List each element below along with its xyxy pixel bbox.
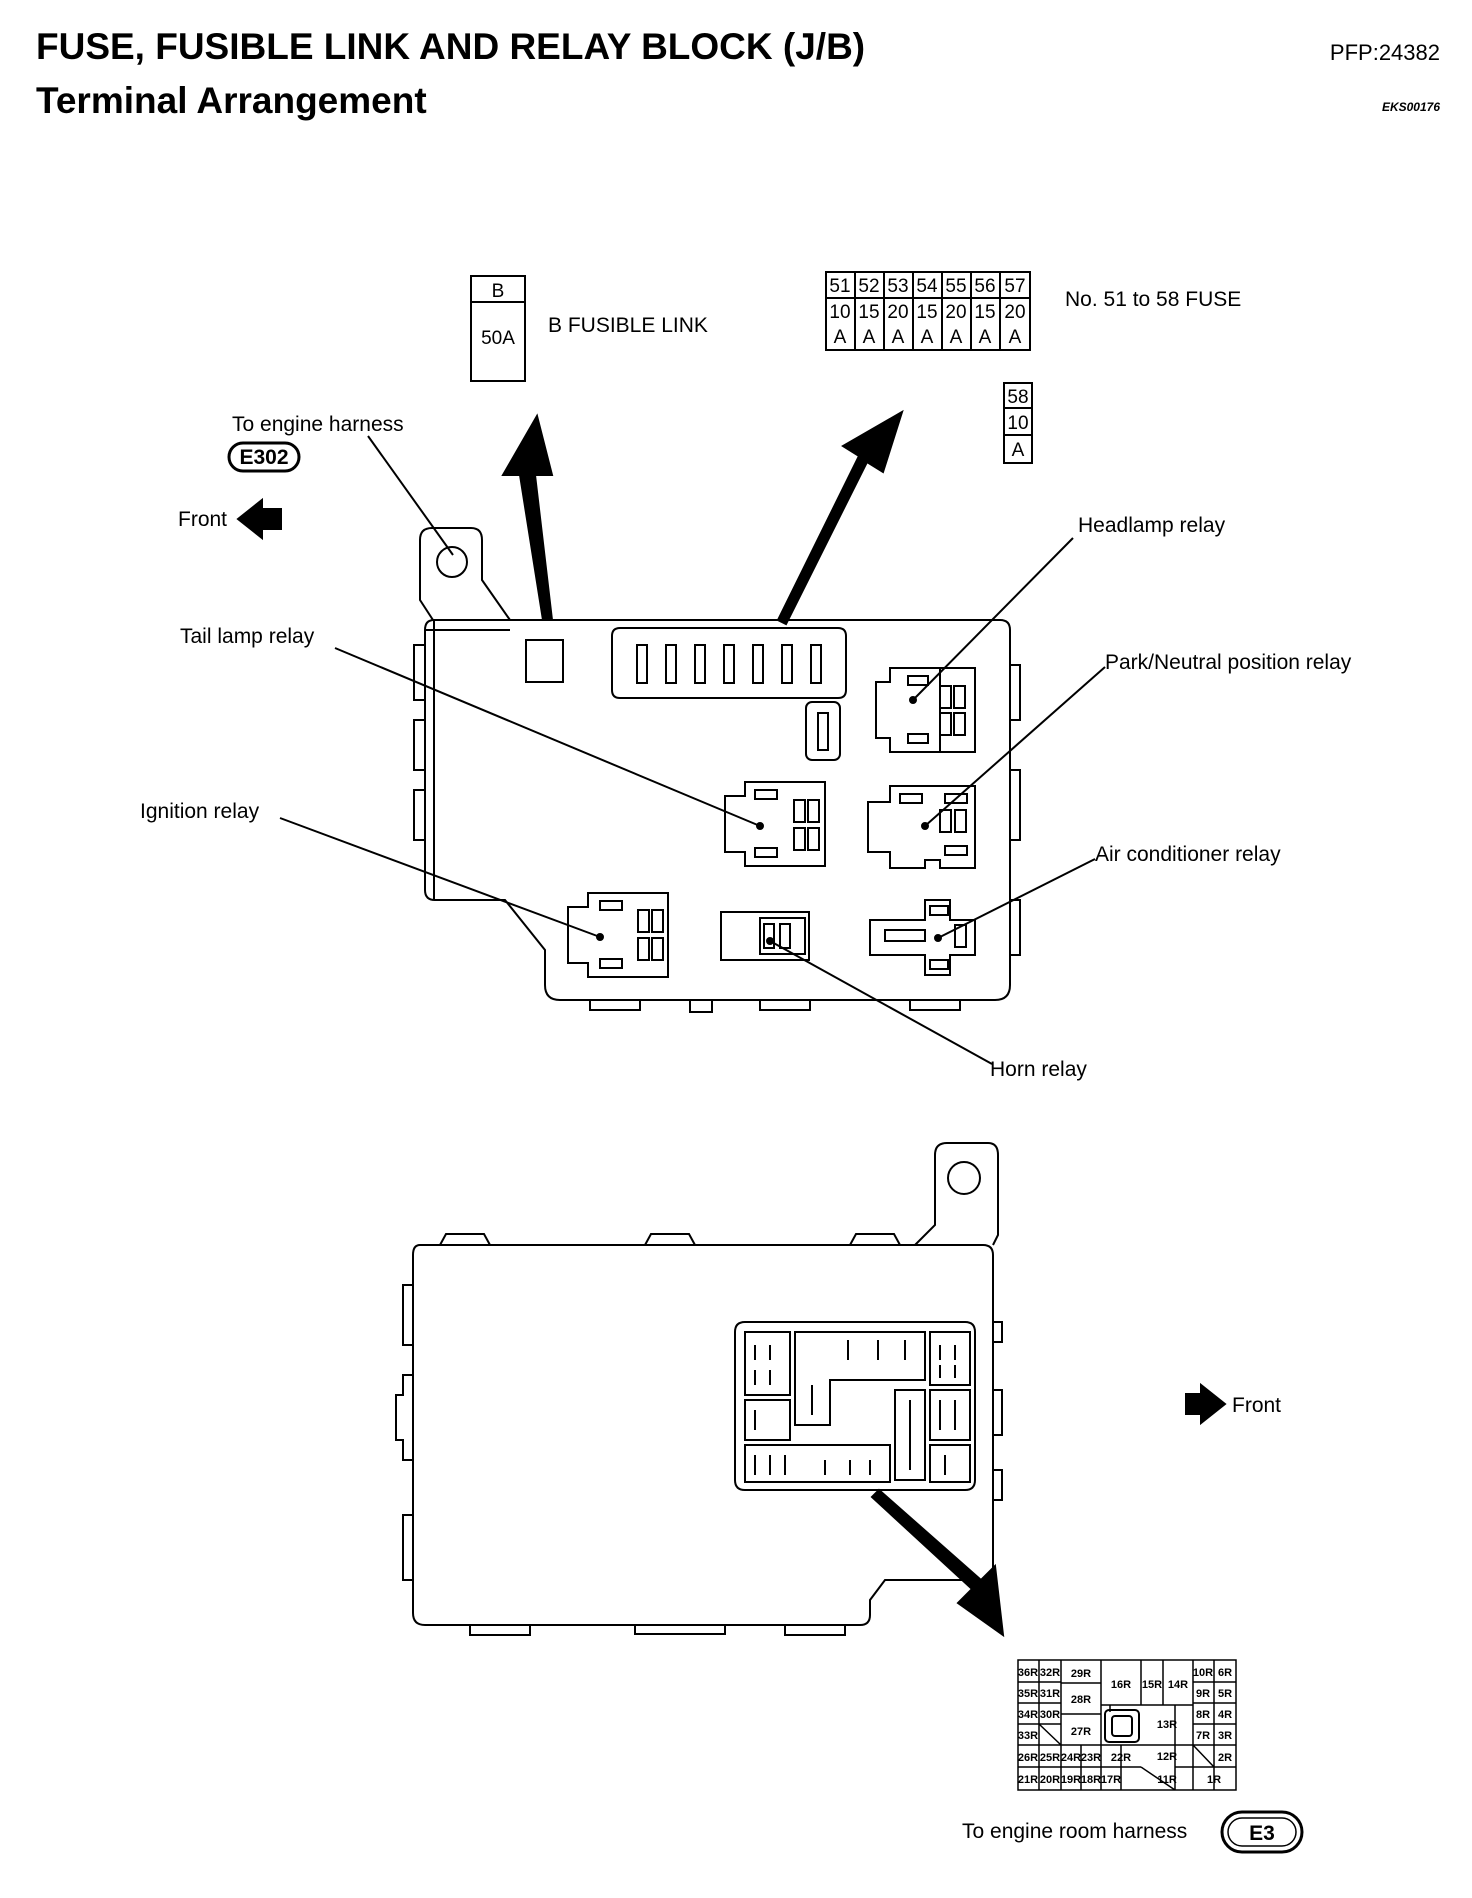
fuse-56-amp: 15 bbox=[974, 302, 995, 323]
fuse-table-label: No. 51 to 58 FUSE bbox=[1065, 288, 1241, 311]
e3-pin-18r: 18R bbox=[1081, 1774, 1101, 1786]
e3-pin-32r: 32R bbox=[1040, 1667, 1060, 1679]
e3-pin-21r: 21R bbox=[1018, 1774, 1038, 1786]
fuse-51-unit: A bbox=[834, 327, 847, 348]
fuse-57-unit: A bbox=[1009, 327, 1022, 348]
fuse-57-no: 57 bbox=[1004, 276, 1025, 297]
e3-pin-9r: 9R bbox=[1196, 1688, 1210, 1700]
fuse-52-unit: A bbox=[863, 327, 876, 348]
engine-harness-label: To engine harness bbox=[232, 413, 404, 436]
e3-pin-19r: 19R bbox=[1061, 1774, 1081, 1786]
relay-block-bottom-view bbox=[395, 1142, 1003, 1636]
e3-pin-13r: 13R bbox=[1157, 1719, 1177, 1731]
e3-pin-12r: 12R bbox=[1157, 1751, 1177, 1763]
ac-relay-label: Air conditioner relay bbox=[1095, 843, 1281, 866]
park-neutral-relay-label: Park/Neutral position relay bbox=[1105, 651, 1352, 674]
e3-pin-27r: 27R bbox=[1071, 1726, 1091, 1738]
e3-pin-14r: 14R bbox=[1168, 1679, 1188, 1691]
fuse-58-amp: 10 bbox=[1007, 413, 1028, 434]
e3-pin-25r: 25R bbox=[1040, 1752, 1060, 1764]
front-label-bottom: Front bbox=[1232, 1394, 1281, 1417]
e3-pin-35r: 35R bbox=[1018, 1688, 1038, 1700]
relay-block-top-view bbox=[413, 527, 1021, 1013]
fuse-51-amp: 10 bbox=[829, 302, 850, 323]
headlamp-relay-label: Headlamp relay bbox=[1078, 514, 1226, 537]
e3-pin-26r: 26R bbox=[1018, 1752, 1038, 1764]
e3-pin-1r: 1R bbox=[1207, 1774, 1221, 1786]
e3-pin-34r: 34R bbox=[1018, 1709, 1038, 1721]
e3-pin-6r: 6R bbox=[1218, 1667, 1232, 1679]
connector-e3 bbox=[1017, 1659, 1237, 1791]
e3-pin-33r: 33R bbox=[1018, 1730, 1038, 1742]
fuse-58-unit: A bbox=[1012, 440, 1025, 461]
tail-lamp-relay-label: Tail lamp relay bbox=[180, 625, 315, 648]
e3-pin-8r: 8R bbox=[1196, 1709, 1210, 1721]
e3-pin-7r: 7R bbox=[1196, 1730, 1210, 1742]
part-number: PFP:24382 bbox=[1329, 40, 1440, 65]
fuse-53-amp: 20 bbox=[887, 302, 908, 323]
e3-pin-23r: 23R bbox=[1081, 1752, 1101, 1764]
fuse-52-amp: 15 bbox=[858, 302, 879, 323]
e3-pin-2r: 2R bbox=[1218, 1752, 1232, 1764]
e3-badge bbox=[1220, 1810, 1304, 1854]
fuse-56-unit: A bbox=[979, 327, 992, 348]
front-arrow-right-icon bbox=[1185, 1382, 1227, 1426]
arrow-to-e3-connector-icon bbox=[870, 1488, 1005, 1638]
fuse-54-no: 54 bbox=[916, 276, 938, 297]
e3-pin-17r: 17R bbox=[1101, 1774, 1121, 1786]
e3-pin-5r: 5R bbox=[1218, 1688, 1232, 1700]
e3-pin-4r: 4R bbox=[1218, 1709, 1232, 1721]
fuse-57-amp: 20 bbox=[1004, 302, 1025, 323]
e3-pin-16r: 16R bbox=[1111, 1679, 1131, 1691]
e3-pin-10r: 10R bbox=[1193, 1667, 1213, 1679]
e3-pin-22r: 22R bbox=[1111, 1752, 1131, 1764]
e3-pin-31r: 31R bbox=[1040, 1688, 1060, 1700]
e3-pin-36r: 36R bbox=[1018, 1667, 1038, 1679]
arrow-to-fuse-table-icon bbox=[776, 409, 904, 626]
e302-badge bbox=[227, 441, 301, 473]
arrow-to-fusible-link-icon bbox=[501, 413, 554, 621]
fuse-52-no: 52 bbox=[858, 276, 879, 297]
front-label-top: Front bbox=[178, 508, 227, 531]
fuse-53-no: 53 bbox=[887, 276, 908, 297]
e3-pin-28r: 28R bbox=[1071, 1694, 1091, 1706]
e3-pin-29r: 29R bbox=[1071, 1668, 1091, 1680]
e3-pin-24r: 24R bbox=[1061, 1752, 1081, 1764]
e3-pin-30r: 30R bbox=[1040, 1709, 1060, 1721]
fuse-56-no: 56 bbox=[974, 276, 995, 297]
e3-pin-3r: 3R bbox=[1218, 1730, 1232, 1742]
fusible-link-rating: 50A bbox=[481, 328, 515, 349]
fusible-link-b: B 50A bbox=[470, 275, 526, 382]
e3-pin-11r: 11R bbox=[1157, 1774, 1177, 1786]
fuse-54-amp: 15 bbox=[916, 302, 937, 323]
engine-room-harness-label: To engine room harness bbox=[962, 1820, 1187, 1843]
ignition-relay-label: Ignition relay bbox=[140, 800, 260, 823]
e3-pin-15r: 15R bbox=[1142, 1679, 1162, 1691]
fuse-55-unit: A bbox=[950, 327, 963, 348]
horn-relay-label: Horn relay bbox=[990, 1058, 1087, 1081]
fusible-link-letter: B bbox=[492, 281, 505, 302]
fuse-table bbox=[825, 271, 1031, 351]
e3-pin-20r: 20R bbox=[1040, 1774, 1060, 1786]
front-arrow-left-icon bbox=[236, 497, 282, 541]
page-title: FUSE, FUSIBLE LINK AND RELAY BLOCK (J/B) bbox=[36, 26, 866, 67]
fuse-55-amp: 20 bbox=[945, 302, 966, 323]
fuse-53-unit: A bbox=[892, 327, 905, 348]
fuse-58: 58 10 A bbox=[1003, 382, 1033, 464]
fusible-link-label: B FUSIBLE LINK bbox=[548, 314, 708, 337]
document-id: EKS00176 bbox=[1381, 100, 1440, 114]
e3-label: E3 bbox=[1249, 1822, 1275, 1845]
fuse-58-no: 58 bbox=[1007, 387, 1028, 408]
page-subtitle: Terminal Arrangement bbox=[36, 80, 427, 121]
fuse-54-unit: A bbox=[921, 327, 934, 348]
e302-label: E302 bbox=[239, 446, 288, 469]
fuse-55-no: 55 bbox=[945, 276, 966, 297]
fuse-51-no: 51 bbox=[829, 276, 850, 297]
